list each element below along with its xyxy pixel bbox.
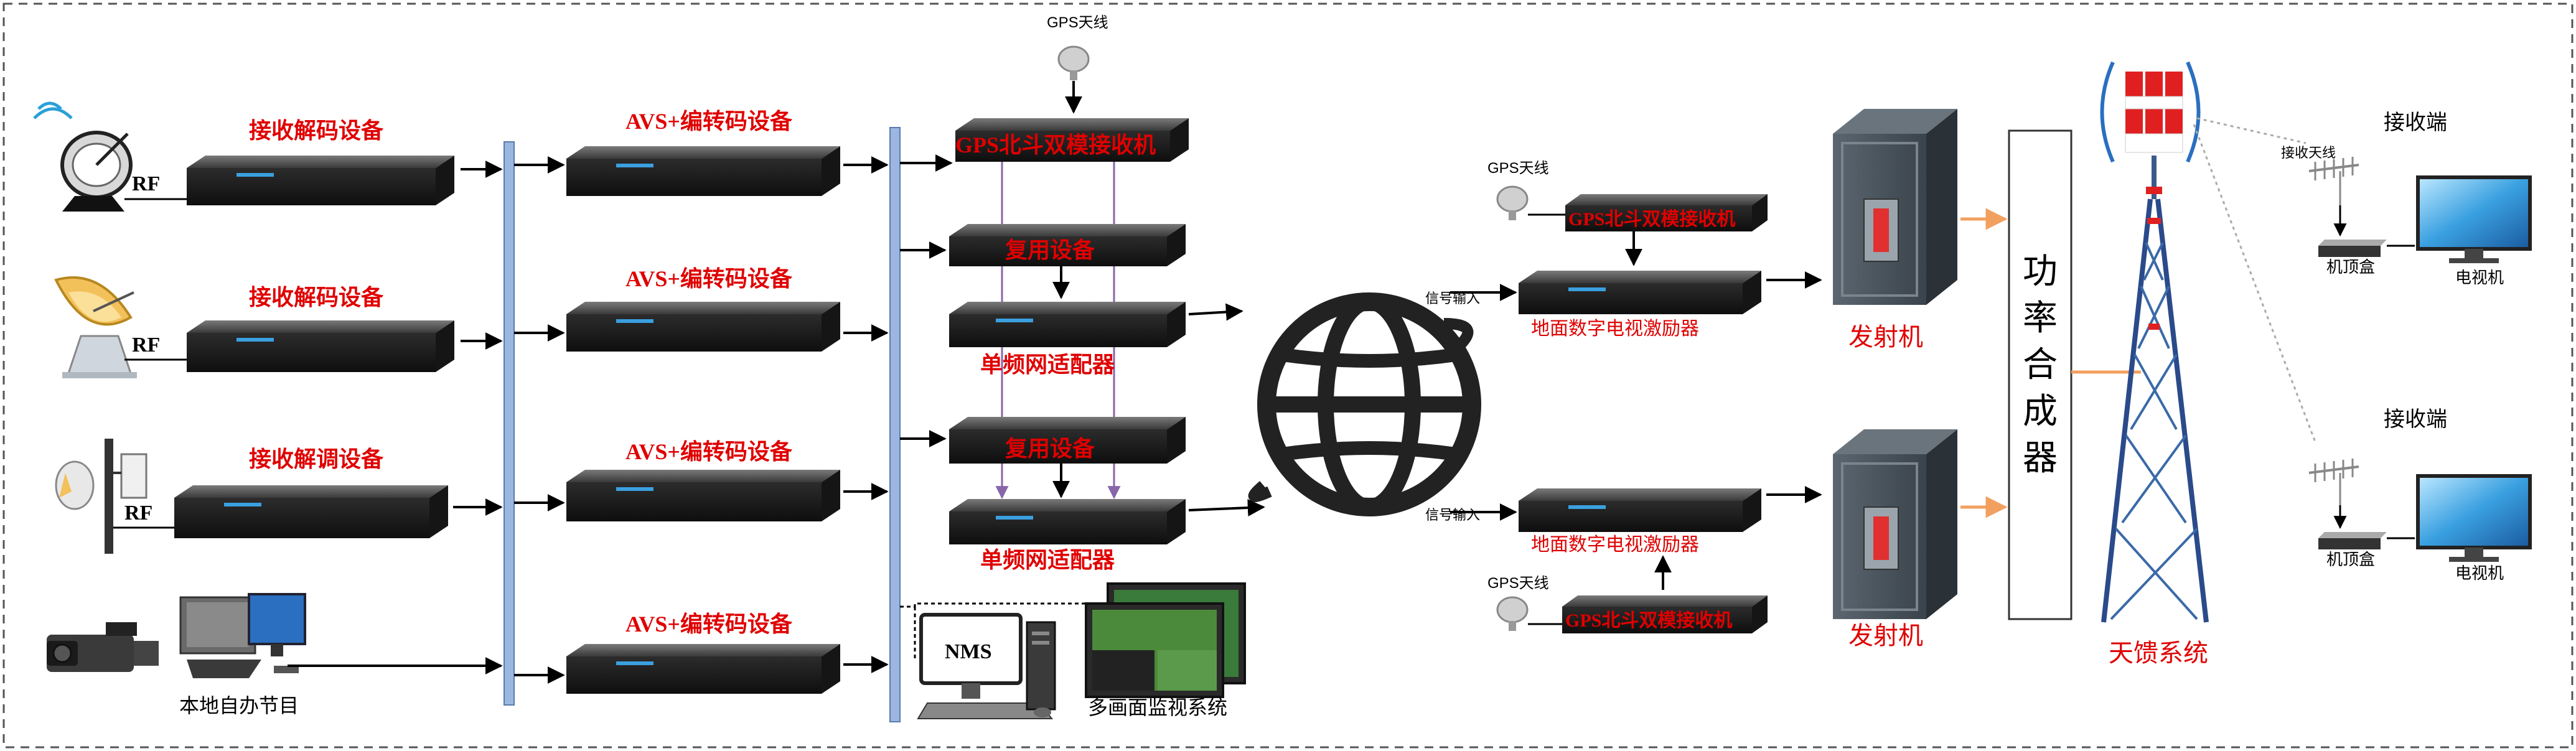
combiner-char-1: 功 xyxy=(2023,251,2058,291)
headend-gps-antenna-label: GPS天线 xyxy=(1047,14,1108,31)
receive-antenna-label-top: 接收天线 xyxy=(2281,145,2336,161)
transmitter-label-top: 发射机 xyxy=(1848,324,1923,351)
tv-label-top: 电视机 xyxy=(2455,268,2504,287)
tv-icon-bottom xyxy=(2416,474,2532,562)
sfn-adapter-device-bottom xyxy=(949,499,1186,544)
nms-monitor-icon xyxy=(917,613,1054,719)
rf-label-1: RF xyxy=(132,172,160,195)
tv-icon-top xyxy=(2416,175,2532,263)
mux-label-top: 复用设备 xyxy=(1005,238,1095,263)
sfn-label-bottom: 单频网适配器 xyxy=(980,548,1115,572)
signal-bus-1 xyxy=(503,141,515,706)
pc-tower-icon xyxy=(1026,621,1056,717)
mux-device-top xyxy=(949,224,1186,266)
receiver-label-1: 接收解码设备 xyxy=(249,118,384,143)
site-bottom-gps-receiver-label: GPS北斗双模接收机 xyxy=(1565,610,1732,631)
encoder-label-4: AVS+编转码设备 xyxy=(625,612,793,637)
set-top-box-icon-top xyxy=(2318,240,2387,257)
site-bottom-gps-antenna-icon xyxy=(1496,596,1529,631)
site-bottom-gps-receiver-device xyxy=(1562,595,1768,633)
receive-end-title-top: 接收端 xyxy=(2384,111,2447,134)
encoder-device-1 xyxy=(566,146,840,196)
set-top-box-icon-bottom xyxy=(2318,532,2387,549)
arrow-sfn-top-to-network xyxy=(1188,303,1244,321)
monitor-system-label: 多画面监视系统 xyxy=(1088,696,1227,719)
multi-screen-monitor-icon xyxy=(1085,582,1246,698)
headend-gps-receiver-label: GPS北斗双模接收机 xyxy=(955,133,1156,157)
combiner-char-5: 器 xyxy=(2023,438,2058,477)
site-top-gps-antenna-label: GPS天线 xyxy=(1487,160,1549,177)
broadcast-tower-icon xyxy=(2100,61,2209,623)
site-top-gps-receiver-label: GPS北斗双模接收机 xyxy=(1568,209,1735,230)
encoder-label-2: AVS+编转码设备 xyxy=(625,266,793,291)
transmitter-cabinet-top xyxy=(1833,109,1957,305)
receiver-decoder-device-2 xyxy=(187,320,454,372)
combiner-char-2: 率 xyxy=(2023,298,2058,337)
rf-label-2: RF xyxy=(132,334,160,357)
receiver-decoder-device-1 xyxy=(187,156,454,205)
local-program-label: 本地自办节目 xyxy=(179,694,299,717)
receiver-label-3: 接收解调设备 xyxy=(249,447,384,472)
headend-gps-receiver-device xyxy=(955,118,1189,162)
network-globe-icon xyxy=(1248,292,1481,516)
arrow-sfn-bottom-to-network xyxy=(1188,499,1265,517)
site-top-exciter-label: 地面数字电视激励器 xyxy=(1531,319,1699,339)
power-combiner-box xyxy=(2008,129,2073,620)
stb-label-top: 机顶盒 xyxy=(2326,258,2375,276)
encoder-device-4 xyxy=(566,644,840,694)
sfn-label-top: 单频网适配器 xyxy=(980,352,1115,377)
combiner-char-3: 合 xyxy=(2023,345,2058,384)
antenna-system-label: 天馈系统 xyxy=(2109,640,2208,667)
stb-label-bottom: 机顶盒 xyxy=(2326,550,2375,569)
site-top-exciter-device xyxy=(1519,271,1761,314)
satellite-dish-icon xyxy=(33,101,133,212)
site-top-gps-receiver-device xyxy=(1565,194,1768,231)
wireless-signal-top xyxy=(2196,117,2307,144)
nms-dashed-line xyxy=(900,602,1245,608)
site-bottom-exciter-label: 地面数字电视激励器 xyxy=(1531,534,1699,555)
transmitter-label-bottom: 发射机 xyxy=(1848,622,1923,650)
encoder-device-3 xyxy=(566,470,840,521)
receiver-demodulator-device-3 xyxy=(174,485,448,538)
signal-input-label-bottom: 信号输入 xyxy=(1425,507,1480,523)
signal-input-label-top: 信号输入 xyxy=(1425,291,1480,306)
site-bottom-exciter-device xyxy=(1519,488,1761,532)
receiver-label-2: 接收解码设备 xyxy=(249,285,384,310)
mux-label-bottom: 复用设备 xyxy=(1005,436,1095,461)
encoder-label-1: AVS+编转码设备 xyxy=(625,109,793,134)
tv-label-bottom: 电视机 xyxy=(2455,564,2504,582)
headend-gps-antenna-icon xyxy=(1057,45,1090,80)
receive-end-title-bottom: 接收端 xyxy=(2384,408,2447,431)
combiner-char-4: 成 xyxy=(2023,391,2058,431)
yagi-antenna-icon-bottom xyxy=(2308,459,2359,510)
wireless-signal-bottom xyxy=(2193,124,2316,442)
satellite-dish-yellow-icon xyxy=(54,276,137,378)
yagi-antenna-icon-top xyxy=(2308,157,2359,212)
site-top-gps-antenna-icon xyxy=(1496,185,1529,220)
video-camera-icon xyxy=(47,622,159,672)
mux-device-bottom xyxy=(949,417,1186,464)
workstation-computer-icon xyxy=(179,593,306,678)
transmitter-cabinet-bottom xyxy=(1833,429,1957,619)
encoder-label-3: AVS+编转码设备 xyxy=(625,439,793,464)
encoder-device-2 xyxy=(566,302,840,352)
site-bottom-gps-antenna-label: GPS天线 xyxy=(1487,575,1549,592)
signal-bus-2 xyxy=(889,127,901,722)
nms-label: NMS xyxy=(945,640,992,663)
microwave-antenna-icon xyxy=(55,439,148,554)
rf-label-3: RF xyxy=(124,501,152,525)
sfn-adapter-device-top xyxy=(949,302,1186,347)
